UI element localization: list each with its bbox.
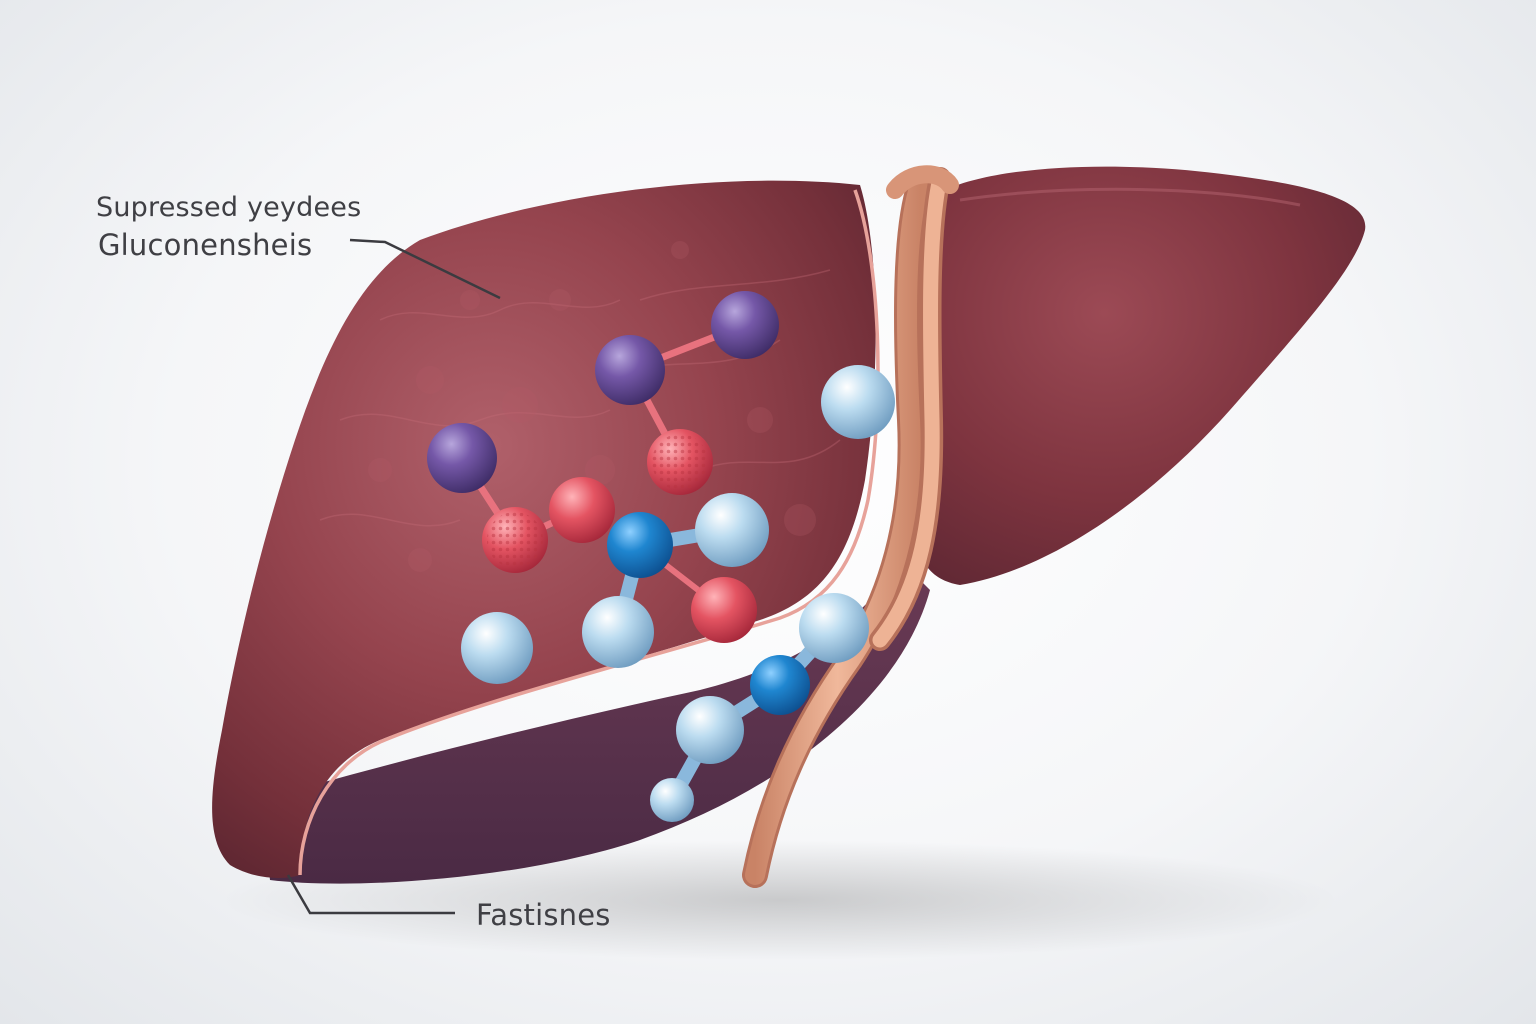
sphere-pale-1 (821, 365, 895, 439)
bile-duct (742, 165, 959, 888)
sphere-purple-3 (427, 423, 497, 493)
sphere-purple-2 (595, 335, 665, 405)
sphere-blue-2 (750, 655, 810, 715)
sphere-pale-4 (461, 612, 533, 684)
sphere-blue-1 (607, 512, 673, 578)
sphere-pale-2 (695, 493, 769, 567)
sphere-red-4 (691, 577, 757, 643)
sphere-pale-6 (676, 696, 744, 764)
sphere-red-3 (549, 477, 615, 543)
liver-right-lobe (915, 166, 1366, 585)
label-top-line-1: Supressed yeydees (96, 192, 362, 223)
sphere-pale-7 (650, 778, 694, 822)
sphere-purple-1 (711, 291, 779, 359)
label-top-line-2: Gluconensheis (98, 228, 313, 262)
label-bottom: Fastisnes (476, 898, 611, 932)
molecule-icon (427, 291, 895, 822)
sphere-pale-3 (582, 596, 654, 668)
liver-underside (260, 560, 930, 884)
leader-lines (286, 238, 501, 915)
sphere-pale-5 (799, 593, 869, 663)
